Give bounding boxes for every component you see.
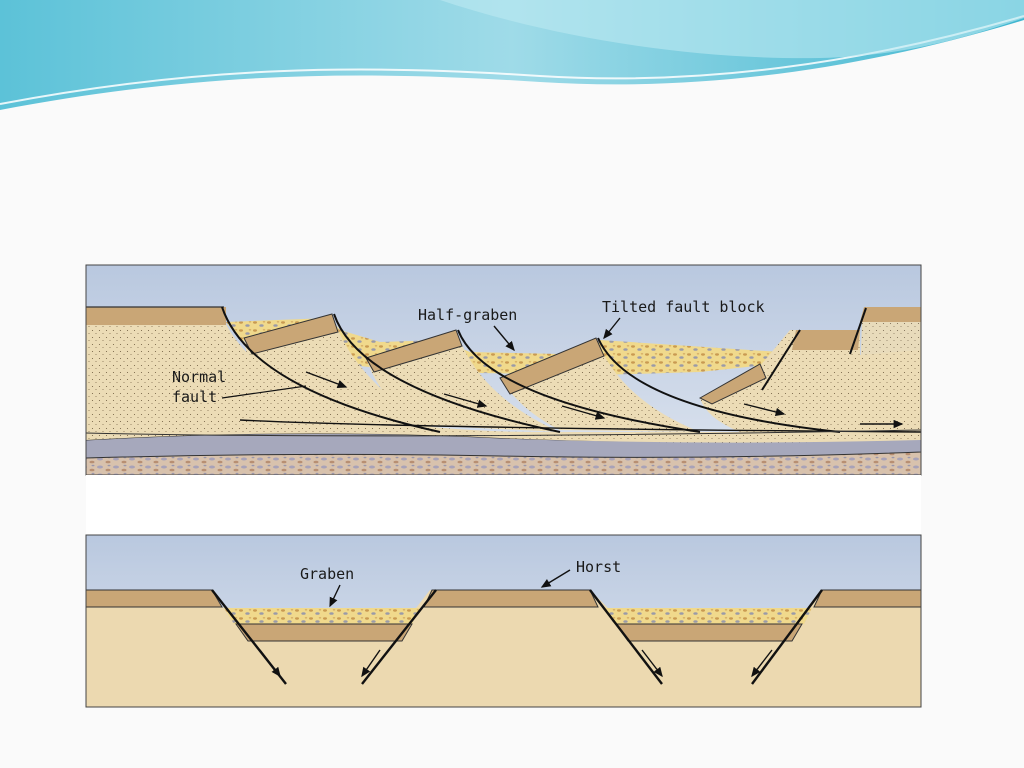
tilted-block-2 <box>365 329 560 432</box>
slip-arrows-bottom <box>259 649 773 678</box>
graben-label: Graben <box>300 565 354 583</box>
graben-2-gravel <box>604 608 812 624</box>
normal-fault-pointer <box>221 385 307 399</box>
horst-bed <box>423 589 599 608</box>
panel-separator <box>86 475 921 535</box>
graben-1-bed <box>235 623 413 642</box>
graben-2-bed <box>615 623 803 642</box>
horst-label: Horst <box>576 558 621 576</box>
half-graben-pointer <box>493 325 515 352</box>
normal-fault-label-line1: Normal <box>172 368 226 386</box>
graben-1-gravel <box>224 608 420 624</box>
left-block-bed <box>85 589 223 608</box>
graben-pointer <box>329 584 341 608</box>
theme-wave-decoration <box>0 0 1024 110</box>
normal-fault-label-line2: fault <box>172 388 217 406</box>
tilted-fault-block-label: Tilted fault block <box>602 298 765 316</box>
horst-graben-diagram: Graben Horst <box>85 534 922 708</box>
left-block-top-bed <box>86 307 226 325</box>
right-block-bed <box>813 589 922 608</box>
tilted-block-3 <box>499 337 700 432</box>
half-graben-label: Half-graben <box>418 306 517 324</box>
tilted-fault-block-pointer <box>603 317 621 340</box>
normal-fault-lines <box>221 306 922 433</box>
horst-pointer <box>540 569 571 588</box>
half-graben-diagram: Half-graben Tilted fault block Normal fa… <box>85 264 922 476</box>
slip-arrows-top <box>305 371 904 429</box>
